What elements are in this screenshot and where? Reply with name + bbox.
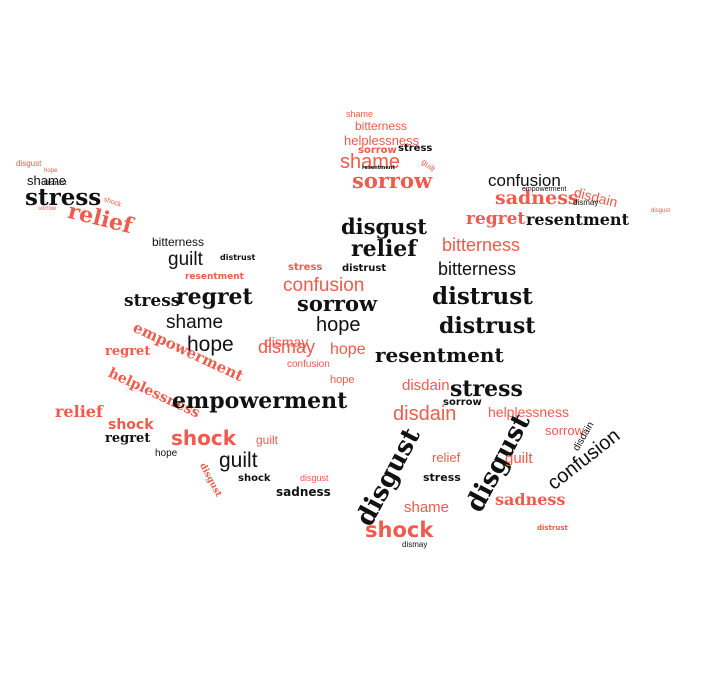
word: dismay xyxy=(264,334,309,350)
word: regret xyxy=(466,209,526,229)
word: disgust xyxy=(300,473,329,483)
word: dismay xyxy=(258,337,316,357)
word: distrust xyxy=(432,283,533,310)
word: disgust xyxy=(341,214,427,239)
word: disdain xyxy=(393,403,457,425)
word: sorrow xyxy=(358,145,397,156)
word: relief xyxy=(65,198,136,240)
word: relief xyxy=(432,450,461,465)
word: hope xyxy=(330,341,366,358)
word: helplessness xyxy=(488,404,569,420)
word: hope xyxy=(330,374,355,386)
word: relief xyxy=(55,402,103,421)
word: bitterness xyxy=(152,235,205,249)
word: distrust xyxy=(537,524,568,532)
word: confusion xyxy=(287,359,330,370)
word: regret xyxy=(105,431,151,446)
word: sadness xyxy=(495,187,579,209)
word: distrust xyxy=(342,263,387,274)
word: sadness xyxy=(495,490,566,509)
word: dismay xyxy=(573,198,599,207)
word: hope xyxy=(44,168,58,174)
word: shock xyxy=(365,518,434,542)
word: stress xyxy=(25,184,102,211)
word: distrust xyxy=(220,253,256,262)
word: stress xyxy=(398,143,433,154)
word: sorrow xyxy=(297,291,378,316)
word: shame xyxy=(27,173,67,188)
word: hope xyxy=(187,333,234,356)
word: dismay xyxy=(402,540,428,549)
word: shame xyxy=(166,312,224,333)
word: sadness xyxy=(276,485,331,499)
word: bitterness xyxy=(355,119,408,133)
word: shame xyxy=(404,499,450,516)
word: disgust xyxy=(651,208,671,214)
word: guilt xyxy=(168,249,203,270)
word: confusion xyxy=(488,171,561,190)
word: guilt xyxy=(219,449,258,472)
word: resentment xyxy=(526,210,629,229)
word: distrust xyxy=(439,313,536,339)
word: stress xyxy=(450,376,523,402)
word: hope xyxy=(316,314,361,336)
word: shock xyxy=(171,426,237,450)
word: sorrow xyxy=(545,423,585,438)
word: empowerment xyxy=(522,186,567,193)
word: sorrow xyxy=(38,206,57,212)
word: disgust xyxy=(16,159,42,168)
word: distrust xyxy=(44,180,67,187)
word: helplessness xyxy=(344,133,420,148)
word: bitterness xyxy=(442,235,521,255)
word: stress xyxy=(423,471,461,484)
word: guilt xyxy=(505,450,533,467)
word: regret xyxy=(105,344,151,359)
word: relief xyxy=(351,236,417,262)
word: confusion xyxy=(283,275,365,296)
word: resentment xyxy=(362,165,395,171)
word: sorrow xyxy=(443,397,482,408)
word: stress xyxy=(288,262,323,273)
word: shame xyxy=(346,109,374,119)
word: regret xyxy=(176,284,253,310)
word: stress xyxy=(124,291,181,311)
word: bitterness xyxy=(438,259,517,279)
word: shame xyxy=(340,151,401,173)
word: shock xyxy=(238,473,271,484)
word: shock xyxy=(108,417,154,433)
word: resentment xyxy=(375,343,504,367)
word: guilt xyxy=(256,433,279,447)
word: empowerment xyxy=(172,388,348,414)
word: resentment xyxy=(185,272,244,282)
word: sorrow xyxy=(352,168,433,193)
word: disdain xyxy=(402,377,450,394)
word: hope xyxy=(155,448,178,459)
